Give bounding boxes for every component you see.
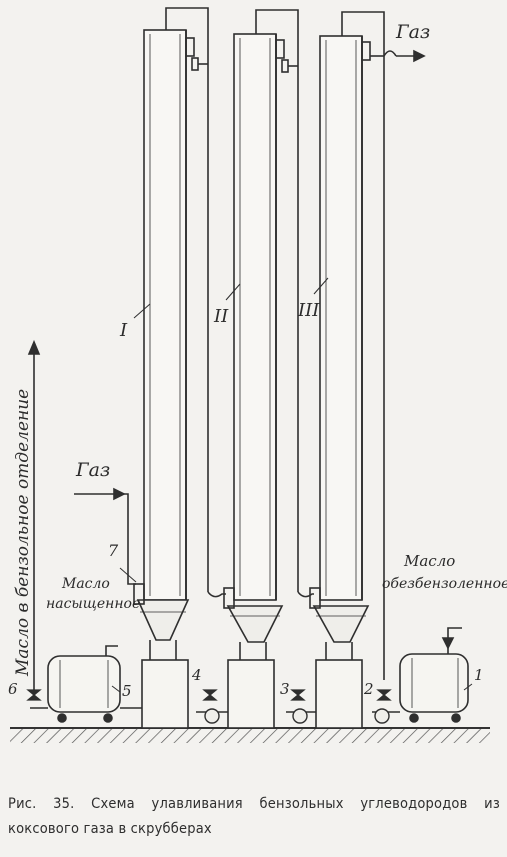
ground	[10, 727, 490, 743]
callout-5: 5	[122, 682, 132, 700]
scrubber-1-numeral: I	[119, 320, 128, 341]
scrubber-2-numeral: II	[213, 306, 229, 327]
gas-outlet	[370, 49, 426, 63]
leader-lines	[111, 277, 473, 693]
connecting-pipes	[207, 591, 314, 598]
scrubber-1	[133, 7, 209, 729]
saturated-oil-label-1: Масло	[61, 576, 110, 592]
oil-to-department-label: Масло в бензольное отделение	[13, 389, 33, 677]
saturated-oil-label-2: насыщенное	[46, 596, 140, 612]
scrubber-3	[309, 11, 385, 729]
scrubber-diagram: Газ Газ Масло насыщенное Масло обезбензо…	[8, 7, 507, 743]
gas-inlet	[74, 487, 136, 585]
stripped-oil-label-2: обезбензоленное	[382, 576, 507, 592]
valves	[26, 689, 392, 701]
scrubber-2	[223, 9, 299, 729]
stripped-oil-label-1: Масло	[403, 552, 455, 570]
oil-to-department-line	[27, 339, 41, 700]
pumps	[204, 708, 390, 724]
scrubber-3-numeral: III	[297, 300, 320, 321]
callout-7: 7	[108, 541, 119, 560]
gas-outlet-label: Газ	[395, 21, 430, 43]
callout-4: 4	[191, 666, 202, 684]
callout-3: 3	[280, 680, 290, 698]
figure-caption: Рис. 35. Схема улавливания бензольных уг…	[8, 796, 500, 837]
callout-2: 2	[363, 680, 374, 698]
gas-inlet-label: Газ	[75, 459, 110, 481]
tank-saturated-oil	[47, 645, 121, 723]
tank-stripped-oil	[399, 627, 469, 723]
callout-1: 1	[474, 666, 484, 684]
callout-6: 6	[8, 680, 18, 698]
